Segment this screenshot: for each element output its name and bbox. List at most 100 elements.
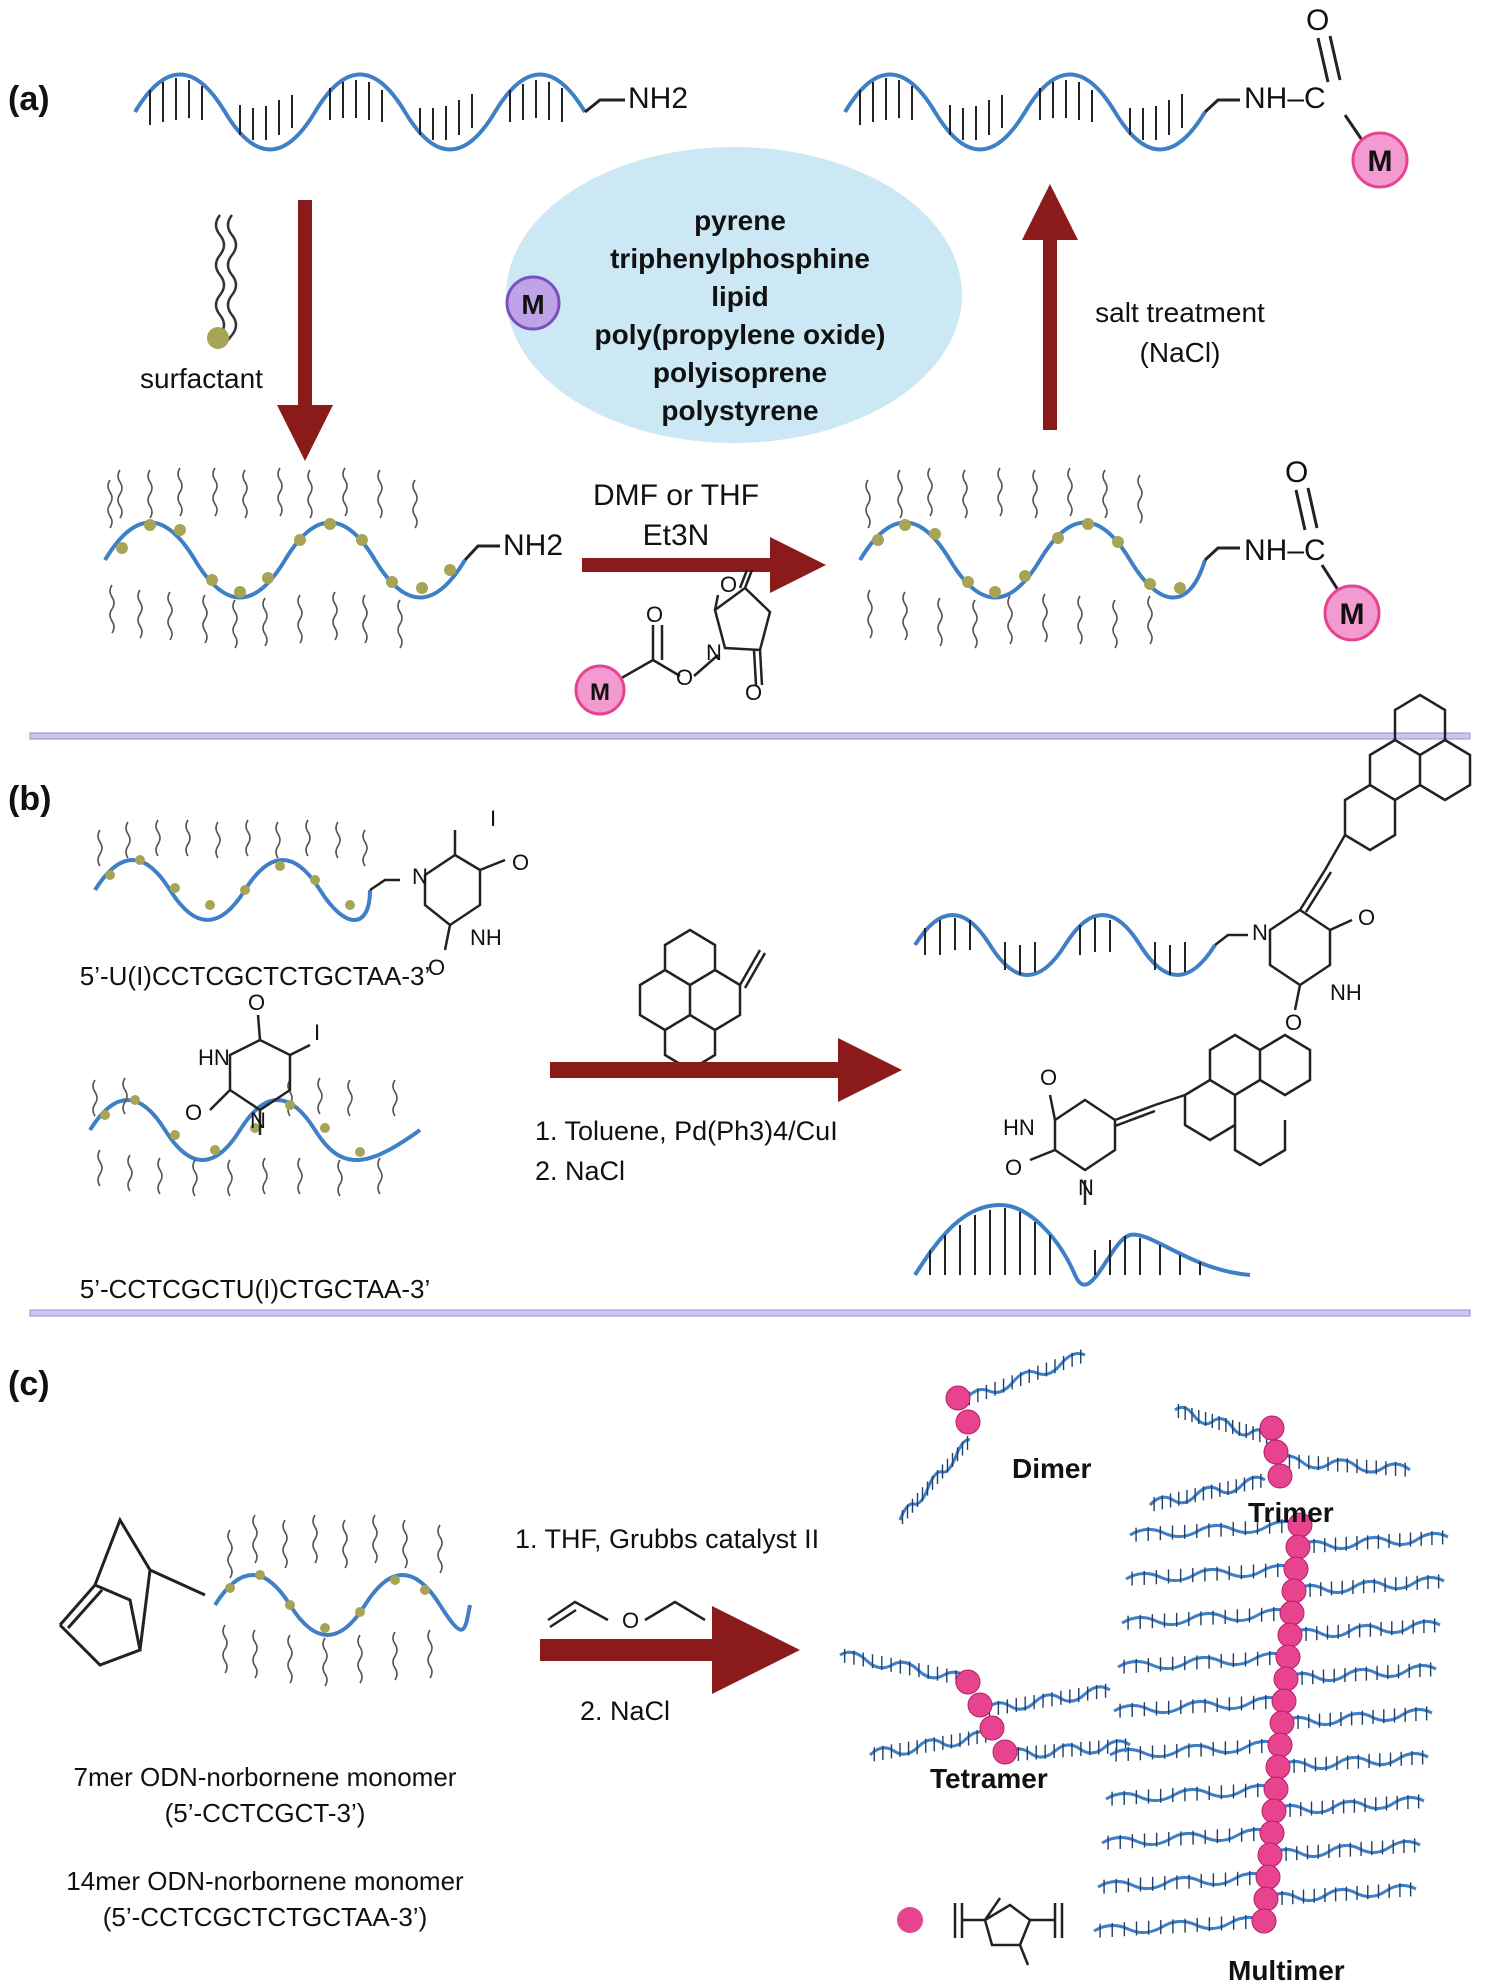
svg-text:I: I xyxy=(314,1020,320,1045)
polymer-bead xyxy=(1273,1666,1299,1692)
oligo-strand xyxy=(1093,1916,1265,1934)
m-group-badge xyxy=(1323,584,1381,642)
m-options-ellipse xyxy=(506,147,962,443)
polymer-bead xyxy=(1267,1463,1293,1489)
svg-text:I: I xyxy=(490,806,496,831)
svg-text:O: O xyxy=(1005,1155,1022,1180)
panel-label-b: (b) xyxy=(8,780,51,818)
surfactant-label: surfactant xyxy=(140,363,263,394)
polymer-bead xyxy=(1253,1886,1279,1912)
amine-label: NH2 xyxy=(628,82,688,115)
ethyl-vinyl-ether-structure xyxy=(547,1600,706,1629)
svg-text:O: O xyxy=(1040,1065,1057,1090)
dna-helix xyxy=(843,72,1207,152)
oligomer-label-multimer: Multimer xyxy=(1228,1955,1345,1986)
svg-text:N: N xyxy=(1252,920,1268,945)
oligo-strand xyxy=(1281,1708,1433,1726)
sequence-label: 5’-CCTCGCTU(I)CTGCTAA-3’ xyxy=(80,1274,431,1304)
svg-text:O: O xyxy=(676,665,693,690)
ethynylpyrene-structure xyxy=(638,928,767,1072)
divider-line xyxy=(29,732,1471,740)
m-group-badge xyxy=(574,664,626,716)
oligomer-graphics xyxy=(839,1349,1449,1938)
oligo-strand xyxy=(1113,1696,1285,1714)
oligo-strand xyxy=(1273,1796,1425,1814)
oligo-strand xyxy=(1125,1564,1297,1582)
m-option: pyrene xyxy=(694,205,786,236)
sequence-label: 5’-U(I)CCTCGCTCTGCTAA-3’ xyxy=(80,961,431,991)
surfactant-icon xyxy=(207,214,238,349)
divider-line xyxy=(29,1309,1471,1317)
polymer-bead xyxy=(1265,1754,1291,1780)
polymer-bead xyxy=(955,1409,981,1435)
polymer-bead xyxy=(1283,1556,1309,1582)
svg-text:O: O xyxy=(622,1608,639,1633)
oligomer-label-trimer: Trimer xyxy=(1248,1497,1334,1528)
m-option: lipid xyxy=(711,281,769,312)
oligo-strand xyxy=(1297,1532,1449,1550)
carbonyl-oxygen-label: O xyxy=(1285,456,1308,489)
polymer-bead xyxy=(992,1739,1018,1765)
polymer-bead xyxy=(1257,1842,1283,1868)
m-symbol: M xyxy=(521,289,544,320)
polymer-bead xyxy=(1263,1776,1289,1802)
pyrenyl-uracil-structure xyxy=(1029,1033,1312,1205)
svg-text:N: N xyxy=(1078,1175,1094,1200)
m-options-list: pyrene triphenylphosphine lipid poly(pro… xyxy=(595,205,886,426)
polymer-bead xyxy=(955,1669,981,1695)
oligo-strand xyxy=(1109,1740,1281,1758)
polymer-bead xyxy=(1277,1622,1303,1648)
svg-text:NH: NH xyxy=(1330,980,1362,1005)
svg-text:O: O xyxy=(646,602,663,627)
amine-label: NH2 xyxy=(503,529,563,562)
monomer-label: 7mer ODN-norbornene monomer xyxy=(74,1762,457,1792)
svg-text:N: N xyxy=(706,640,722,665)
dna-helix xyxy=(133,72,587,152)
polymer-bead xyxy=(979,1715,1005,1741)
surfactant-dna-complex xyxy=(88,1077,422,1197)
oligo-strand xyxy=(1274,1454,1411,1474)
oligo-strand xyxy=(1101,1828,1273,1846)
salt-treatment-label: (NaCl) xyxy=(1140,337,1221,368)
oligo-strand xyxy=(963,1352,1086,1401)
dna-helix xyxy=(913,1202,1251,1287)
svg-text:N: N xyxy=(412,864,428,889)
reaction-condition: 2. NaCl xyxy=(535,1156,625,1186)
linker-bond xyxy=(1203,98,1240,114)
polymer-bead xyxy=(1255,1864,1281,1890)
iodouracil-structure xyxy=(369,830,506,951)
m-option: triphenylphosphine xyxy=(610,243,870,274)
m-symbol: M xyxy=(590,679,610,706)
oligo-strand xyxy=(1121,1608,1293,1626)
pyrenyl-uracil-structure xyxy=(1214,693,1472,1011)
oligo-strand xyxy=(1277,1752,1429,1770)
m-option: poly(propylene oxide) xyxy=(595,319,886,350)
carbonyl-oxygen-label: O xyxy=(1306,4,1329,37)
carbonyl-group xyxy=(1316,35,1364,141)
amide-label: NH–C xyxy=(1244,82,1326,115)
monomer-sequence: (5’-CCTCGCTCTGCTAA-3’) xyxy=(103,1902,428,1932)
iodouracil-structure xyxy=(209,1014,311,1135)
svg-text:HN: HN xyxy=(198,1045,230,1070)
reaction-condition: 2. NaCl xyxy=(580,1696,670,1726)
surfactant-dna-complex xyxy=(213,1514,472,1687)
surfactant-dna-complex xyxy=(858,467,1207,649)
polymer-bead xyxy=(1271,1688,1297,1714)
svg-text:N: N xyxy=(250,1108,266,1133)
oligomer-label-tetramer: Tetramer xyxy=(930,1763,1048,1794)
panel-label-a: (a) xyxy=(8,80,50,118)
polymer-bead xyxy=(1263,1439,1289,1465)
m-symbol: M xyxy=(1340,598,1365,631)
svg-text:O: O xyxy=(248,990,265,1015)
polymer-bead xyxy=(1261,1798,1287,1824)
polymer-bead xyxy=(1267,1732,1293,1758)
polymer-bead xyxy=(1275,1644,1301,1670)
polymer-bead xyxy=(1279,1600,1305,1626)
svg-text:O: O xyxy=(720,572,737,597)
svg-text:O: O xyxy=(1285,1010,1302,1035)
salt-treatment-label: salt treatment xyxy=(1095,297,1265,328)
oligomer-label-dimer: Dimer xyxy=(1012,1453,1091,1484)
nhs-ester-structure xyxy=(617,569,772,686)
